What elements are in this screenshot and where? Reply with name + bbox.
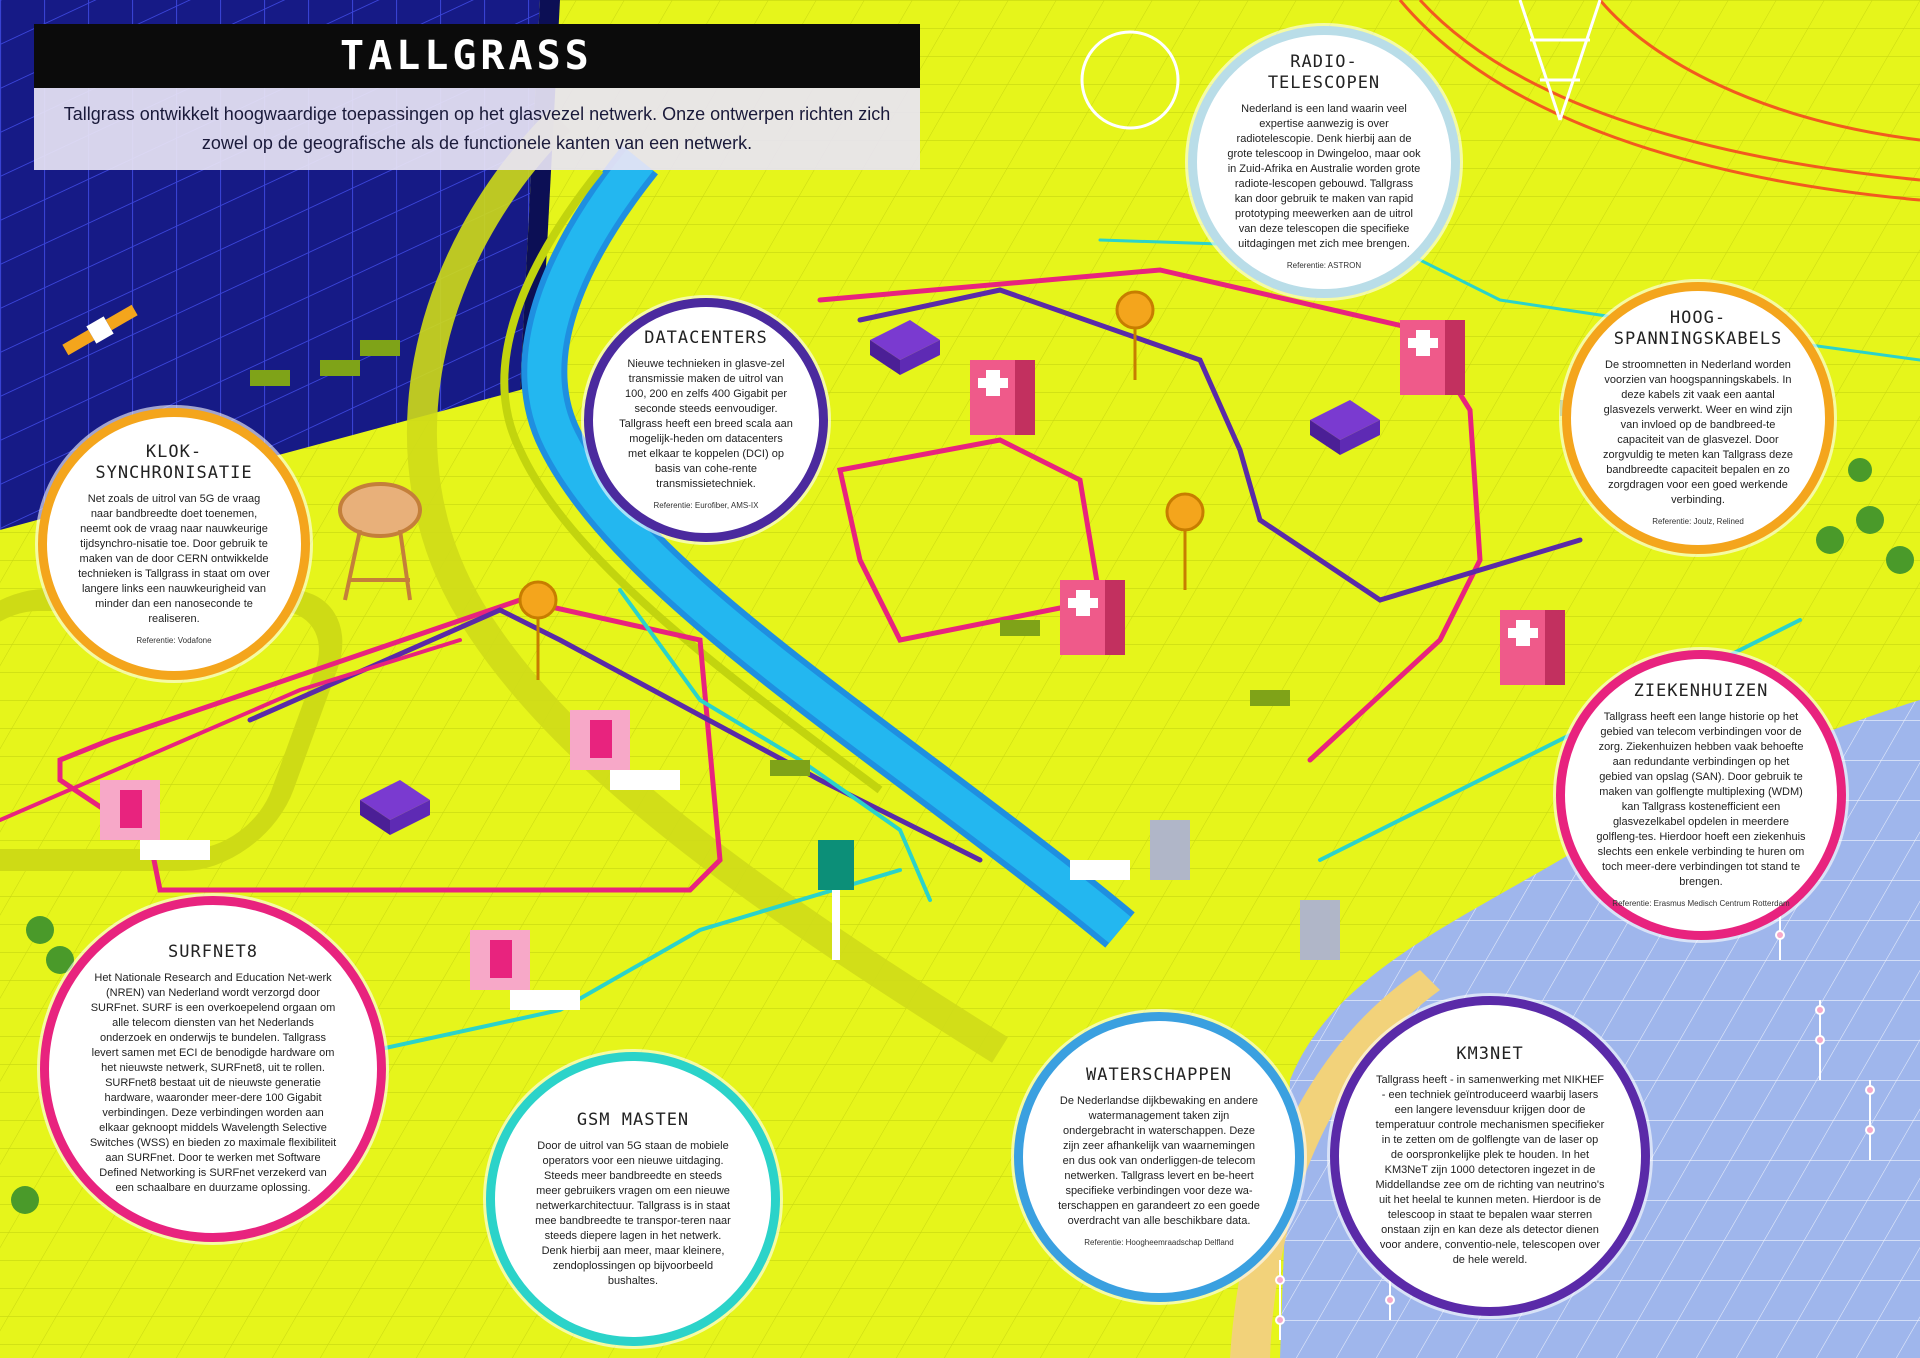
bubble-title: KLOK- SYNCHRONISATIE: [95, 441, 253, 483]
bubble-title: GSM MASTEN: [576, 1109, 690, 1130]
bubble-surfnet8: SURFNET8 Het Nationale Research and Educ…: [40, 896, 386, 1242]
bubble-title: KM3NET: [1456, 1044, 1524, 1064]
bubble-body: De stroomnetten in Nederland worden voor…: [1603, 359, 1793, 506]
bubble-reference: Referentie: Erasmus Medisch Centrum Rott…: [1612, 898, 1790, 908]
satellite-icon: [62, 304, 138, 356]
bubble-body: De Nederlandse dijkbewaking en andere wa…: [1058, 1095, 1260, 1227]
bubble-reference: Referentie: Eurofiber, AMS-IX: [653, 501, 759, 510]
bubble-gsm-masten: GSM MASTEN Door de uitrol van 5G staan d…: [486, 1052, 780, 1346]
bubble-reference: Referentie: Hoogheemraadschap Delfland: [1084, 1238, 1234, 1247]
bubble-body: Nieuwe technieken in glasve-zel transmis…: [619, 358, 793, 490]
sluice-gates: [1070, 820, 1340, 960]
bubble-hoogspanningskabels: HOOG- SPANNINGSKABELS De stroomnetten in…: [1562, 282, 1834, 554]
title-bar: TALLGRASS: [34, 24, 920, 88]
datacenter-icons: [360, 320, 1380, 835]
bubble-title: HOOG- SPANNINGSKABELS: [1613, 308, 1783, 349]
tree-icons: [11, 428, 1914, 1214]
radio-telescope-icons: [338, 30, 1180, 601]
bubble-reference: Referentie: Joulz, Relined: [1652, 517, 1744, 526]
bubble-title: ZIEKENHUIZEN: [1633, 680, 1769, 701]
bubble-klok-synchronisatie: KLOK- SYNCHRONISATIE Net zoals de uitrol…: [38, 408, 310, 680]
bubble-title: SURFNET8: [168, 942, 258, 962]
surfnet-node-icons: [100, 710, 680, 1010]
pylon-icon: [1518, 0, 1602, 121]
bubble-waterschappen: WATERSCHAPPEN De Nederlandse dijkbewakin…: [1014, 1012, 1304, 1302]
bubble-body: Door de uitrol van 5G staan de mobiele o…: [535, 1139, 731, 1287]
bubble-km3net: KM3NET Tallgrass heeft - in samenwerking…: [1330, 996, 1650, 1316]
gsm-mast-icon: [818, 840, 854, 960]
bubble-body: Het Nationale Research and Education Net…: [89, 972, 337, 1194]
bubble-body: Tallgrass heeft een lange historie op he…: [1596, 710, 1806, 888]
bubble-body: Net zoals de uitrol van 5G de vraag naar…: [78, 492, 270, 625]
bubble-title: RADIO- TELESCOPEN: [1267, 52, 1381, 93]
bubble-reference: Referentie: ASTRON: [1286, 261, 1362, 270]
clock-marker-icons: [518, 290, 1205, 680]
bubble-datacenters: DATACENTERS Nieuwe technieken in glasve-…: [584, 298, 828, 542]
intro-text: Tallgrass ontwikkelt hoogwaardige toepas…: [34, 88, 920, 170]
power-lines: [1398, 0, 1920, 202]
hospital-icons: [970, 320, 1565, 685]
road: [406, 109, 1008, 1063]
bubble-radiotelescopen: RADIO- TELESCOPEN Nederland is een land …: [1188, 26, 1460, 298]
page-title: TALLGRASS: [340, 33, 593, 79]
bubble-body: Nederland is een land waarin veel expert…: [1227, 103, 1421, 250]
bubble-body: Tallgrass heeft - in samenwerking met NI…: [1375, 1074, 1605, 1266]
bubble-ziekenhuizen: ZIEKENHUIZEN Tallgrass heeft een lange h…: [1556, 650, 1846, 940]
bubble-reference: Referentie: Vodafone: [136, 635, 212, 645]
bubble-title: WATERSCHAPPEN: [1085, 1065, 1233, 1085]
bubble-title: DATACENTERS: [644, 328, 768, 348]
